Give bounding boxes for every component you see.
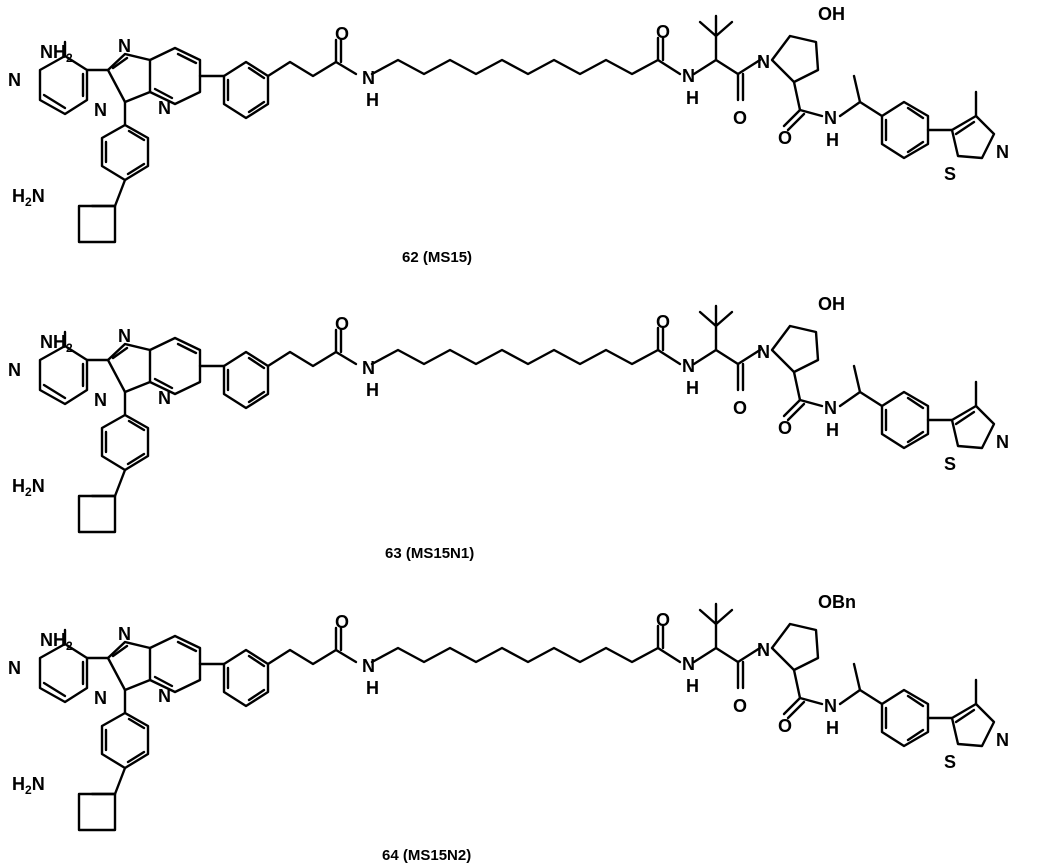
molecule-63: NH2 N N N N H2N O N H O N H O N OH O N H…	[8, 294, 1009, 562]
thiazole-s-label: S	[944, 752, 956, 772]
carbonyl-o-label: O	[778, 716, 792, 736]
amide-n-label: N	[824, 108, 837, 128]
amide-n-label: N	[362, 68, 375, 88]
thiazole-s-label: S	[944, 164, 956, 184]
amide-h-label: H	[826, 420, 839, 440]
cyclobutyl-amine-label: H2N	[12, 186, 45, 209]
thiazole-n-label: N	[996, 142, 1009, 162]
amide-h-label: H	[826, 718, 839, 738]
amide-h-label: H	[366, 90, 379, 110]
amide-h-label: H	[686, 676, 699, 696]
amine-label: NH2	[40, 332, 73, 355]
n-aryl-label: N	[94, 390, 107, 410]
pyridine-n-label: N	[8, 70, 21, 90]
pyridine-n-label: N	[8, 360, 21, 380]
thiazole-n-label: N	[996, 432, 1009, 452]
carbonyl-o-label: O	[656, 312, 670, 332]
amide-h-label: H	[686, 88, 699, 108]
amide-n-label: N	[824, 398, 837, 418]
amide-n-label: N	[362, 656, 375, 676]
imidazole-n-label: N	[118, 36, 131, 56]
cyclobutyl-amine-label: H2N	[12, 476, 45, 499]
thiazole-s-label: S	[944, 454, 956, 474]
carbonyl-o-label: O	[335, 24, 349, 44]
amide-n-label: N	[682, 654, 695, 674]
n-aryl-label: N	[94, 100, 107, 120]
compound-label: 64 (MS15N2)	[382, 847, 471, 864]
carbonyl-o-label: O	[335, 314, 349, 334]
pyridine-n-label: N	[8, 658, 21, 678]
imidazole-n-label: N	[118, 326, 131, 346]
proline-n-label: N	[757, 640, 770, 660]
proline-n-label: N	[757, 52, 770, 72]
carbonyl-o-label: O	[733, 696, 747, 716]
hydroxyl-label: OH	[818, 4, 845, 24]
carbonyl-o-label: O	[335, 612, 349, 632]
fused-pyridine-n-label: N	[158, 686, 171, 706]
carbonyl-o-label: O	[656, 22, 670, 42]
thiazole-n-label: N	[996, 730, 1009, 750]
amine-label: NH2	[40, 630, 73, 653]
amide-h-label: H	[826, 130, 839, 150]
amide-h-label: H	[366, 678, 379, 698]
molecule-64: NH2 N N N N H2N O N H O N H O N OBn O N …	[8, 592, 1009, 864]
carbonyl-o-label: O	[778, 418, 792, 438]
molecule-62: NH2 N N N N H2N O N H O N H O N OH O N H…	[8, 4, 1009, 266]
n-aryl-label: N	[94, 688, 107, 708]
hydroxyl-label: OH	[818, 294, 845, 314]
fused-pyridine-n-label: N	[158, 388, 171, 408]
amide-n-label: N	[682, 356, 695, 376]
cyclobutyl-amine-label: H2N	[12, 774, 45, 797]
imidazole-n-label: N	[118, 624, 131, 644]
amide-h-label: H	[686, 378, 699, 398]
proline-n-label: N	[757, 342, 770, 362]
amide-n-label: N	[682, 66, 695, 86]
carbonyl-o-label: O	[733, 398, 747, 418]
amide-n-label: N	[824, 696, 837, 716]
amide-n-label: N	[362, 358, 375, 378]
amide-h-label: H	[366, 380, 379, 400]
benzyloxy-label: OBn	[818, 592, 856, 612]
carbonyl-o-label: O	[778, 128, 792, 148]
fused-pyridine-n-label: N	[158, 98, 171, 118]
amine-label: NH2	[40, 42, 73, 65]
compound-label: 62 (MS15)	[402, 249, 472, 266]
compound-label: 63 (MS15N1)	[385, 545, 474, 562]
carbonyl-o-label: O	[656, 610, 670, 630]
carbonyl-o-label: O	[733, 108, 747, 128]
